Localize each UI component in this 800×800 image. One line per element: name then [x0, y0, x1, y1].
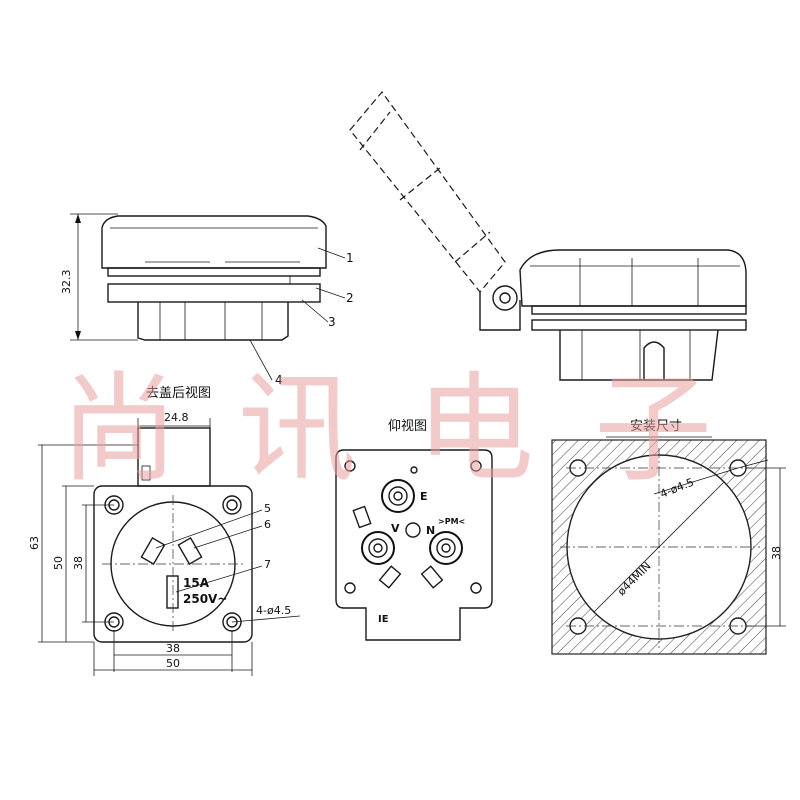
bottom-view: 仰视图 E V N >PM< IE — [335, 419, 493, 641]
watermark: 尚讯电子 — [60, 360, 772, 498]
mount-side-dim: 38 — [770, 546, 783, 560]
terminal-e-label: E — [420, 490, 428, 503]
ie-mark: IE — [378, 614, 389, 625]
callout-7: 7 — [264, 558, 271, 571]
rear-dim-50-horizontal: 50 — [166, 657, 180, 670]
rear-holes-label: 4-ø4.5 — [256, 604, 291, 617]
rear-view-title: 去盖后视图 — [146, 386, 211, 401]
callout-3: 3 — [328, 315, 336, 329]
callout-6: 6 — [264, 518, 271, 531]
callout-1: 1 — [346, 251, 354, 265]
callout-4: 4 — [275, 373, 283, 387]
side-view: 32.3 1 2 3 4 — [60, 213, 354, 387]
bottom-view-title: 仰视图 — [388, 419, 427, 434]
terminal-n-label: N — [426, 524, 435, 537]
rating-voltage: 250V~ — [183, 592, 227, 606]
open-lid-view — [349, 91, 747, 381]
mount-view: 安装尺寸 4-ø4.5 ø44MIN 38 — [551, 419, 786, 655]
pm-mark: >PM< — [438, 517, 465, 526]
callout-5: 5 — [264, 502, 271, 515]
rear-dim-38-horizontal: 38 — [166, 642, 180, 655]
rear-dim-50-vertical: 50 — [52, 556, 65, 570]
callout-2: 2 — [346, 291, 354, 305]
rear-dim-38-vertical: 38 — [72, 556, 85, 570]
rear-top-dim: 24.8 — [164, 411, 189, 424]
rear-dim-63: 63 — [28, 536, 41, 550]
rating-current: 15A — [183, 576, 210, 590]
terminal-l-label: V — [391, 522, 400, 535]
mount-view-title: 安装尺寸 — [630, 419, 682, 434]
rear-view: 去盖后视图 24.8 15A 250V~ 63 — [28, 386, 301, 676]
side-height-dim: 32.3 — [60, 270, 73, 295]
